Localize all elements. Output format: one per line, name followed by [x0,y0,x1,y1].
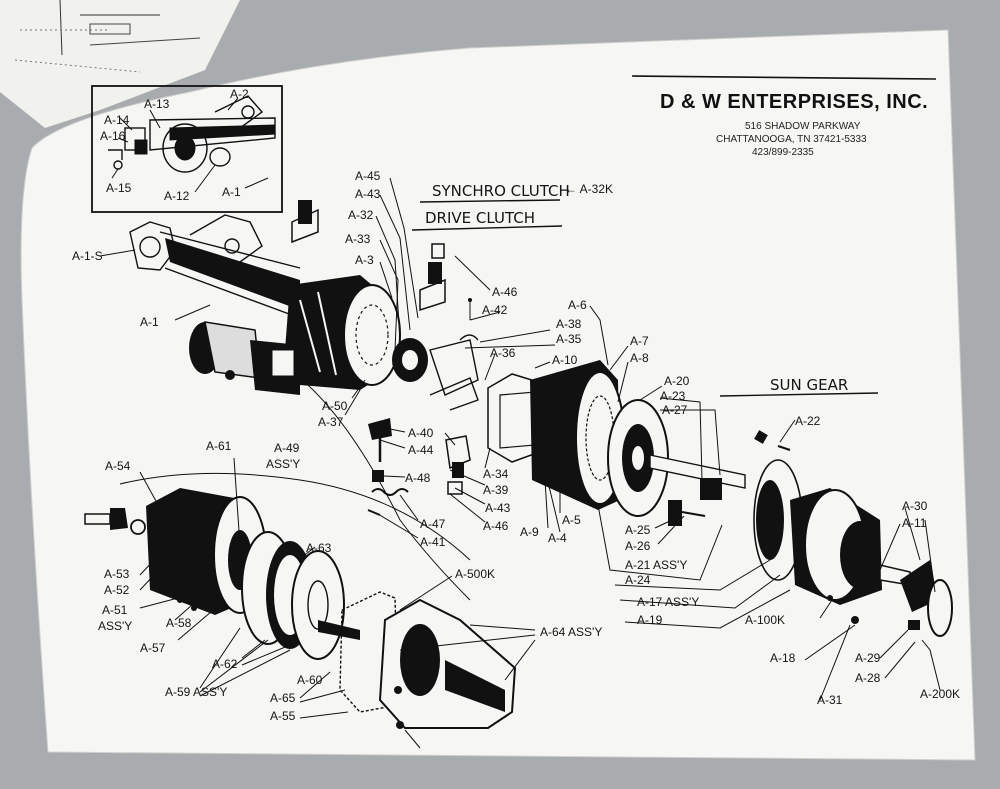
label-a30: A-30 [902,499,928,513]
label-a16: A-16 [100,129,126,143]
label-a10: A-10 [552,353,578,367]
label-a32: A-32 [348,208,374,222]
label-a37: A-37 [318,415,344,429]
label-a29: A-29 [855,651,881,665]
label-a43a: A-43 [355,187,381,201]
label-a4: A-4 [548,531,567,545]
label-a23: A-23 [660,389,686,403]
label-a49: A-49 [274,441,300,455]
small-fasteners [668,430,791,526]
label-a38: A-38 [556,317,582,331]
label-a14: A-14 [104,113,130,127]
label-a41: A-41 [420,535,446,549]
label-a33: A-33 [345,232,371,246]
label-a60: A-60 [297,673,323,687]
part-labels: A-14 A-13 A-2 A-16 A-15 A-12 A-1 A-45 A-… [72,87,960,723]
label-a6: A-6 [568,298,587,312]
planetary-flange [607,399,669,517]
label-a34: A-34 [483,467,509,481]
inset-detail [91,85,283,213]
label-a3: A-3 [355,253,374,267]
label-a19: A-19 [637,613,663,627]
company-address: 516 SHADOW PARKWAY [745,121,861,132]
label-a36: A-36 [490,346,516,360]
label-a49-assy: ASS'Y [266,457,300,471]
label-a7: A-7 [630,334,649,348]
label-a46b: A-46 [483,519,509,533]
label-a9: A-9 [520,525,539,539]
label-a20: A-20 [664,374,690,388]
label-a65: A-65 [270,691,296,705]
label-a46a: A-46 [492,285,518,299]
label-a59: A-59 ASS'Y [165,685,227,699]
label-a45: A-45 [355,169,381,183]
label-a1: A-1 [140,315,159,329]
background-sheet [0,0,240,128]
company-city: CHATTANOOGA, TN 37421-5333 [716,134,867,145]
company-phone: 423/899-2335 [752,147,814,158]
label-a40: A-40 [408,426,434,440]
sun-gear-shaft [649,454,803,581]
label-a25: A-25 [625,523,651,537]
label-a39: A-39 [483,483,509,497]
label-a47: A-47 [420,517,446,531]
main-housing [129,214,401,390]
label-a51: A-51 [102,603,128,617]
label-a5: A-5 [562,513,581,527]
label-a63: A-63 [306,541,332,555]
label-a100k: A-100K [745,613,785,627]
label-a24: A-24 [625,573,651,587]
lower-assembly [84,377,517,729]
label-a54: A-54 [105,459,131,473]
label-a55: A-55 [270,709,296,723]
label-a58: A-58 [166,616,192,630]
label-a13: A-13 [144,97,170,111]
rear-housing [790,488,953,637]
label-a200k: A-200K [920,687,960,701]
synchro-clutch-ref: ← A-32K [565,182,613,196]
label-a31: A-31 [817,693,843,707]
label-a18: A-18 [770,651,796,665]
handwritten-annotations: SYNCHRO CLUTCH ← A-32K DRIVE CLUTCH SUN … [411,182,879,397]
company-name: D & W ENTERPRISES, INC. [660,91,928,113]
label-a50: A-50 [322,399,348,413]
label-a11: A-11 [902,516,927,530]
label-a52: A-52 [104,583,130,597]
label-a57: A-57 [140,641,166,655]
label-a15: A-15 [106,181,132,195]
label-a12: A-12 [164,189,190,203]
mount-bracket [189,321,300,395]
label-a27: A-27 [662,403,688,417]
label-a500k: A-500K [455,567,495,581]
label-a1s: A-1-S [72,249,103,263]
label-a62: A-62 [212,657,238,671]
label-a64: A-64 ASS'Y [540,625,602,639]
label-a43b: A-43 [485,501,511,515]
synchro-clutch-parts [291,200,479,516]
synchro-clutch-note: SYNCHRO CLUTCH [432,182,570,200]
label-a21: A-21 ASS'Y [625,558,687,572]
label-a35: A-35 [556,332,582,346]
label-a28: A-28 [855,671,881,685]
label-a17: A-17 ASS'Y [637,595,699,609]
label-a26: A-26 [625,539,651,553]
label-a44: A-44 [408,443,434,457]
label-a22: A-22 [795,414,821,428]
leader-lines [99,177,941,749]
label-a2: A-2 [230,87,249,101]
drive-clutch-note: DRIVE CLUTCH [425,209,535,227]
label-a42: A-42 [482,303,508,317]
label-a61: A-61 [206,439,232,453]
label-a51-assy: ASS'Y [98,619,132,633]
label-a48: A-48 [405,471,431,485]
label-a1-inset: A-1 [222,185,241,199]
label-a53: A-53 [104,567,130,581]
label-a8: A-8 [630,351,649,365]
sun-gear-note: SUN GEAR [770,376,848,394]
